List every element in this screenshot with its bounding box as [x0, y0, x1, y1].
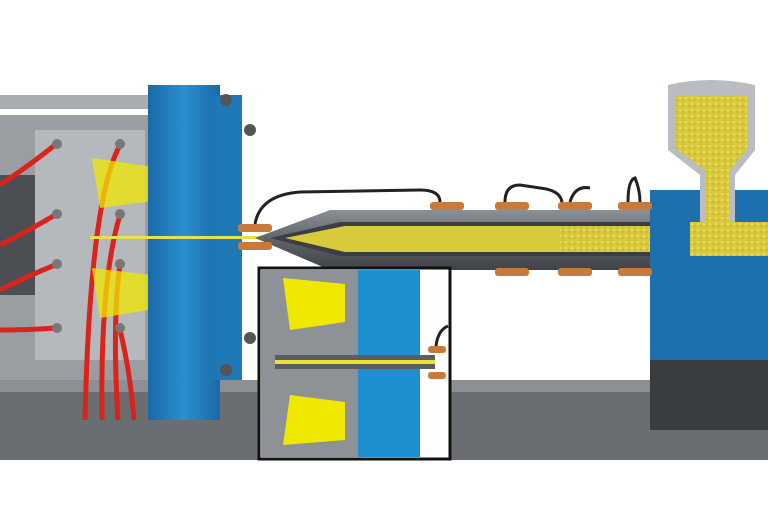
moving-platen — [0, 115, 150, 380]
hopper — [668, 80, 755, 222]
detail-inset — [257, 266, 452, 461]
screw — [285, 226, 560, 252]
inset-cup-top — [283, 278, 345, 330]
heater-bands — [238, 202, 652, 276]
sprue-channel — [90, 236, 270, 239]
injection-barrel — [255, 190, 768, 360]
mold-plate — [148, 85, 256, 420]
hose-fittings — [52, 139, 125, 333]
inset-cup-bottom — [283, 395, 345, 445]
heater-cables — [253, 176, 642, 225]
